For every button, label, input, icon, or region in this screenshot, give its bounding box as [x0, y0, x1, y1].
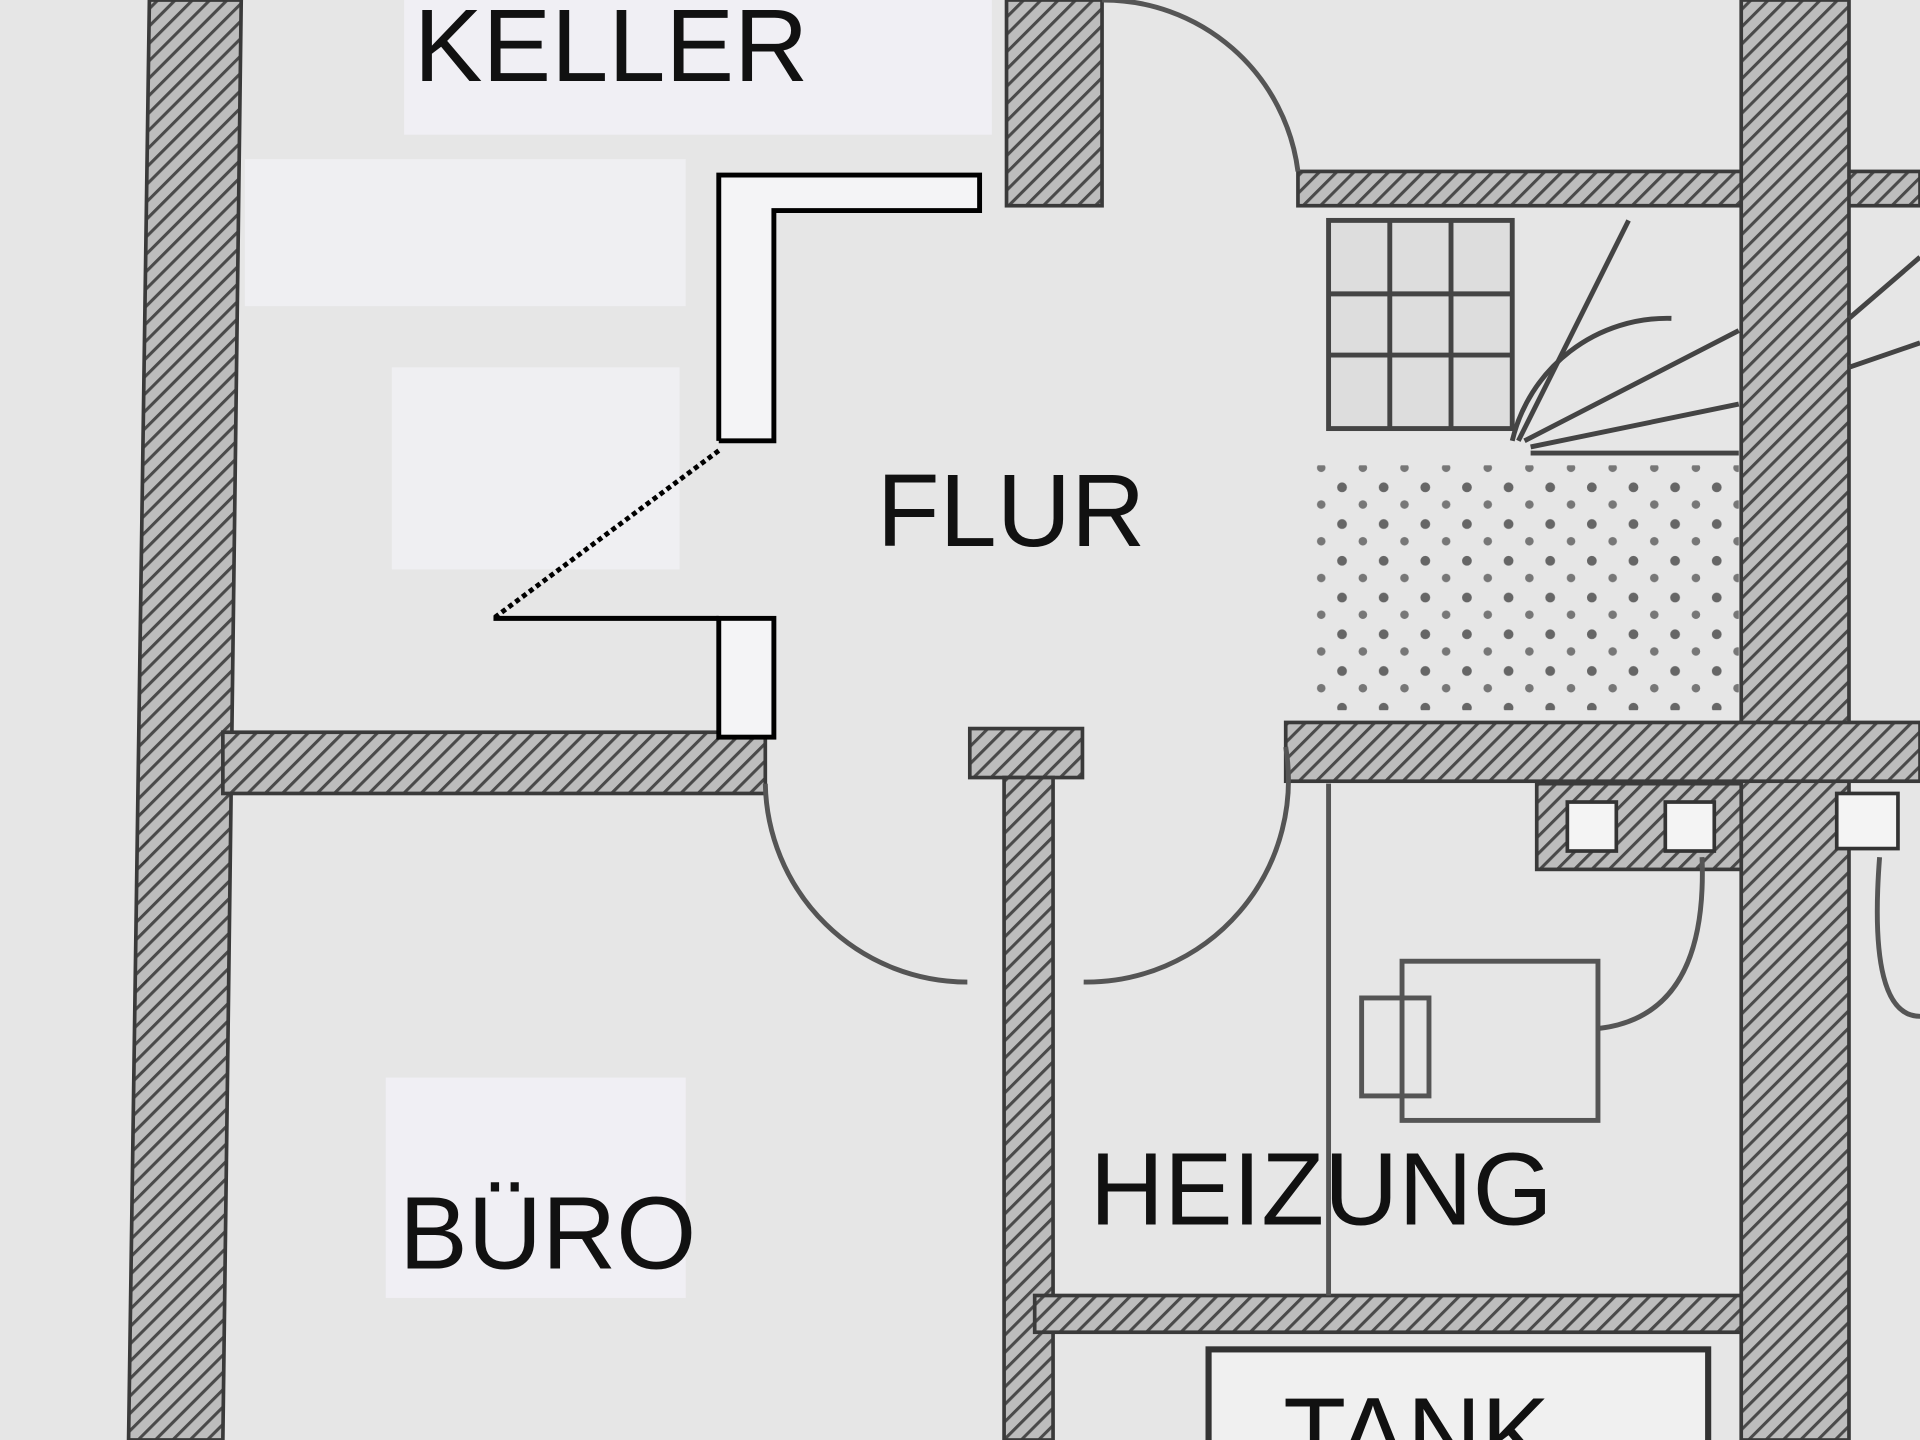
door-arc-top	[1102, 0, 1301, 172]
door-swings	[762, 0, 1920, 1296]
pipe	[1874, 856, 1920, 1019]
wall-flur-top	[1004, 0, 1104, 208]
door-frame-upper	[716, 172, 983, 444]
room-label-heizung: HEIZUNG	[1090, 1131, 1553, 1246]
door-swing-line	[492, 448, 721, 621]
wall-heizung-bottom	[1032, 1293, 1744, 1335]
chimney-flues	[1565, 791, 1900, 853]
label-patch	[404, 0, 992, 135]
boiler-body	[1399, 958, 1601, 1123]
wall-right	[1739, 0, 1851, 1440]
door-arc-heizung	[1083, 746, 1291, 985]
label-patch	[391, 367, 680, 570]
door-arc-buero	[762, 783, 968, 985]
wall-heizung-left	[1002, 775, 1055, 1440]
room-label-buero: BÜRO	[399, 1176, 696, 1291]
room-label-tank: TANK	[1283, 1376, 1550, 1440]
label-patch	[385, 1077, 686, 1298]
boiler	[1359, 958, 1601, 1123]
drawn-door	[492, 172, 983, 740]
wall-keller-buero	[221, 730, 768, 796]
room-label-keller: KELLER	[414, 0, 808, 103]
label-patch	[244, 159, 686, 307]
tank-outline	[1205, 1346, 1712, 1440]
outer-wall-left	[126, 0, 244, 1440]
flue	[1834, 791, 1900, 851]
boiler-unit	[1359, 995, 1432, 1099]
wall-stub	[967, 726, 1085, 780]
staircase	[1310, 217, 1920, 711]
flue	[1663, 800, 1717, 853]
wall-stair-bottom	[1283, 720, 1920, 784]
flue	[1565, 800, 1619, 853]
pipe	[1597, 857, 1705, 1032]
door-frame-lower	[716, 615, 777, 740]
stair-dots	[1310, 465, 1739, 711]
stair-steps	[1326, 217, 1515, 432]
room-label-flur: FLUR	[877, 453, 1146, 568]
walls	[126, 0, 1920, 1440]
